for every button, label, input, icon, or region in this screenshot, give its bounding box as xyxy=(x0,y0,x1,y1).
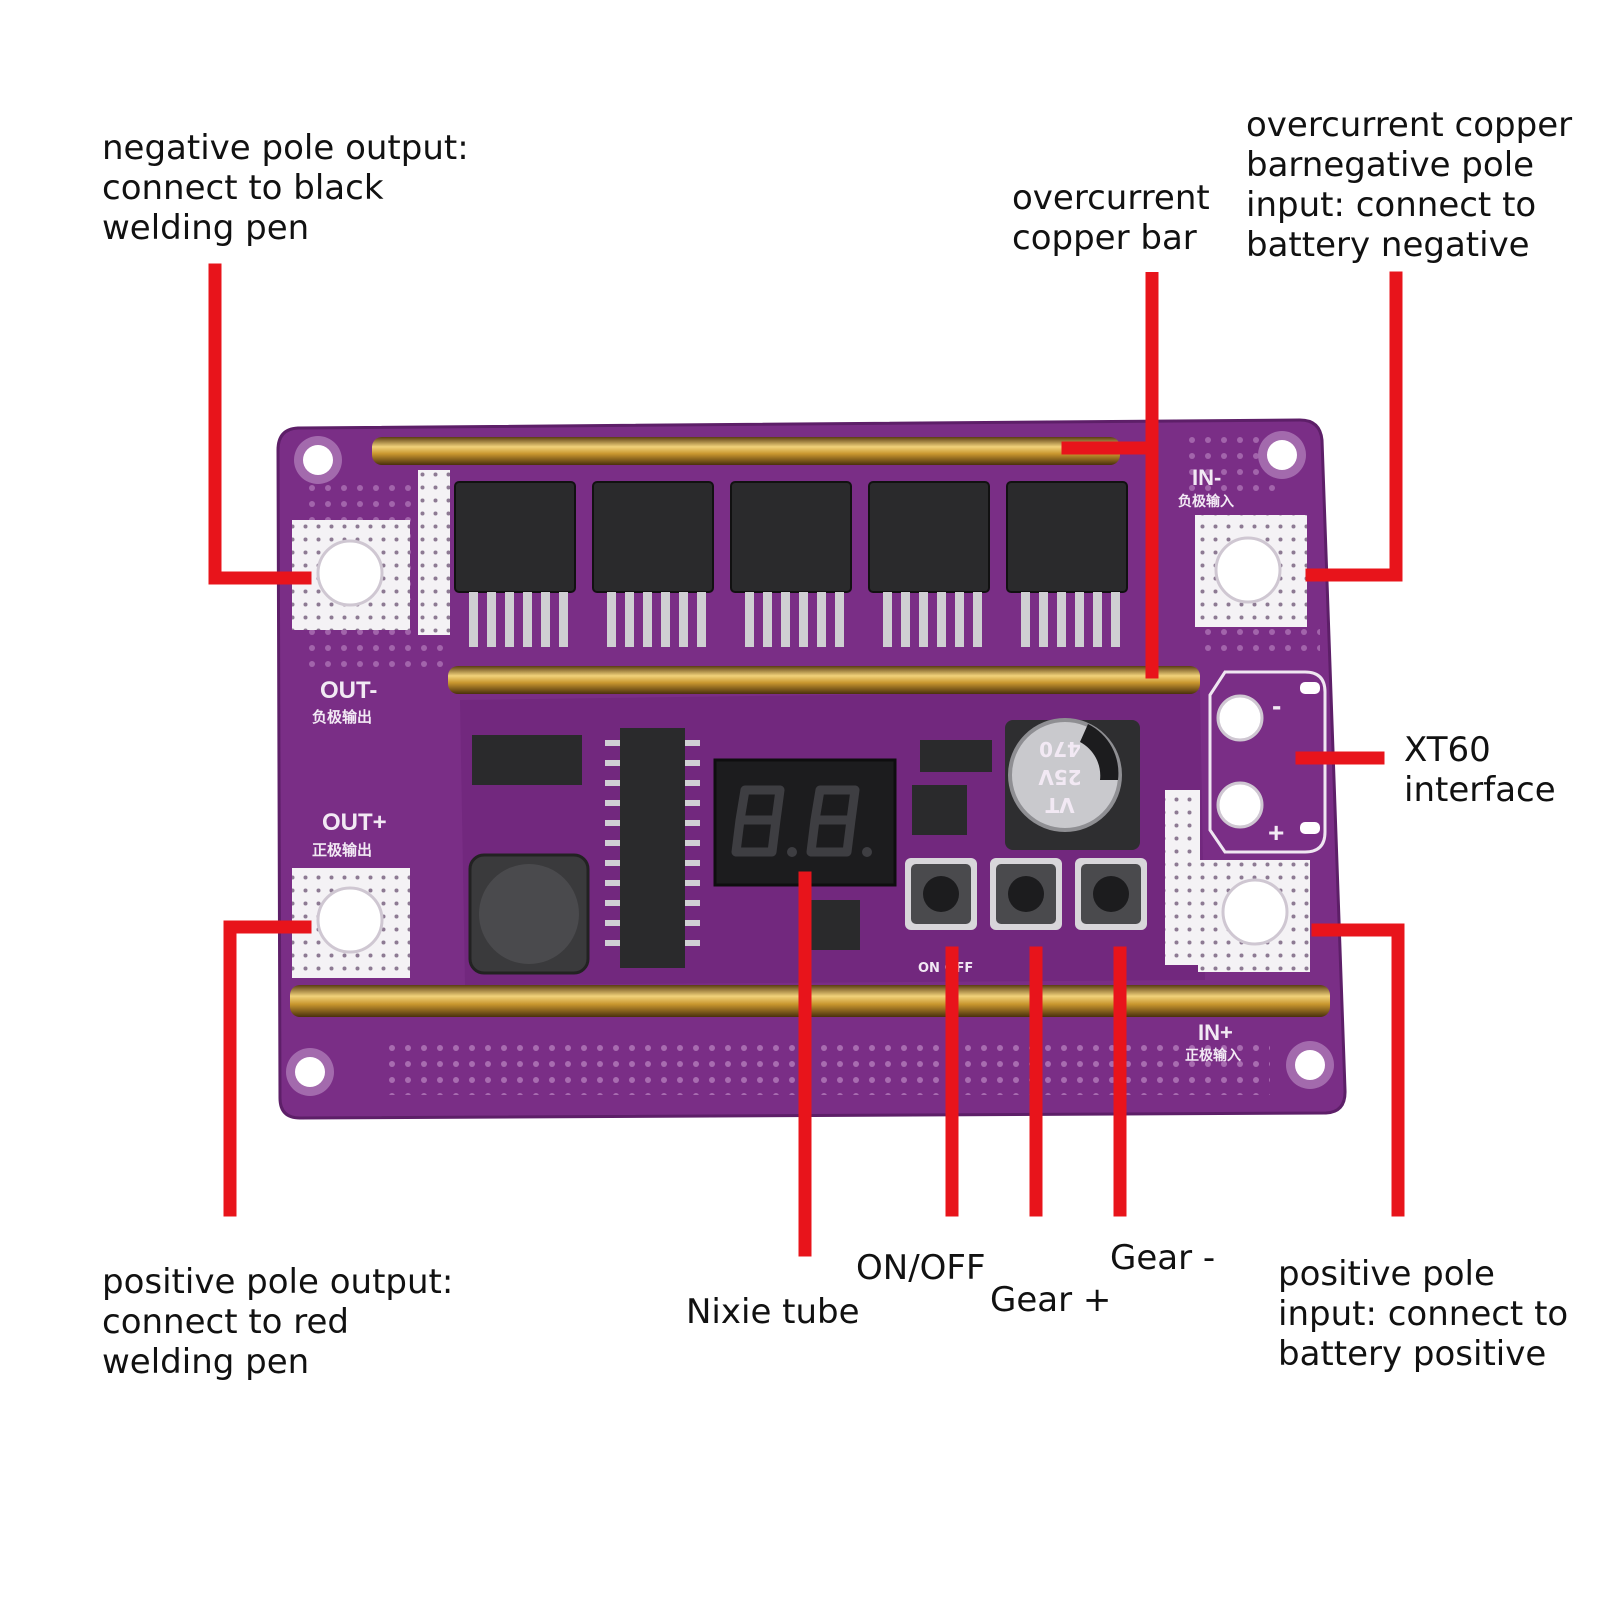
push-buttons xyxy=(905,858,1147,930)
label-overcurrent-bar: overcurrent copper bar xyxy=(1012,178,1210,258)
seven-segment-display xyxy=(713,758,897,887)
label-on-off: ON/OFF xyxy=(856,1248,986,1288)
leader-lines xyxy=(208,263,1405,1257)
xt60-plus-mark: + xyxy=(1268,817,1284,848)
leader-positive-output xyxy=(223,920,312,1217)
label-gear-plus: Gear + xyxy=(990,1280,1112,1320)
label-nixie: Nixie tube xyxy=(686,1292,860,1332)
silk-out-plus: OUT+ xyxy=(322,809,387,836)
silk-out-minus: OUT- xyxy=(320,677,377,704)
capacitor-text-voltage: 25V xyxy=(1038,765,1082,789)
label-xt60: XT60 interface xyxy=(1404,730,1556,810)
xt60-minus-mark: - xyxy=(1272,690,1281,721)
leader-negative-input xyxy=(1305,271,1403,582)
label-positive-input: positive pole input: connect to battery … xyxy=(1278,1254,1569,1374)
solder-pads xyxy=(292,470,1310,978)
silk-out-plus-cn: 正极输出 xyxy=(312,841,372,859)
leader-positive-input xyxy=(1311,923,1405,1217)
label-overcurrent-negative-input: overcurrent copper barnegative pole inpu… xyxy=(1246,105,1573,265)
silk-in-minus-cn: 负极输入 xyxy=(1178,493,1234,510)
label-negative-output: negative pole output: connect to black w… xyxy=(102,128,469,248)
silkscreen-text: OUT- 负极输出 OUT+ 正极输出 IN- 负极输入 IN+ 正极输入 ON… xyxy=(312,465,1241,1064)
silk-in-plus-cn: 正极输入 xyxy=(1185,1047,1241,1064)
capacitor: VT 25V 470 xyxy=(1005,718,1140,850)
label-gear-minus: Gear - xyxy=(1110,1238,1216,1278)
mosfet-row xyxy=(454,481,1128,647)
capacitor-text-vt: VT xyxy=(1045,793,1074,817)
xt60-outline: - + xyxy=(1208,670,1327,854)
leader-negative-output xyxy=(208,263,312,585)
capacitor-text-value: 470 xyxy=(1039,737,1081,761)
silk-in-minus: IN- xyxy=(1192,465,1221,490)
small-components xyxy=(468,728,992,975)
leader-overcurrent-bar xyxy=(1061,272,1159,679)
mounting-holes xyxy=(286,431,1334,1096)
silk-in-plus: IN+ xyxy=(1198,1020,1233,1045)
label-positive-output: positive pole output: connect to red wel… xyxy=(102,1262,454,1382)
silk-out-minus-cn: 负极输出 xyxy=(312,708,372,726)
